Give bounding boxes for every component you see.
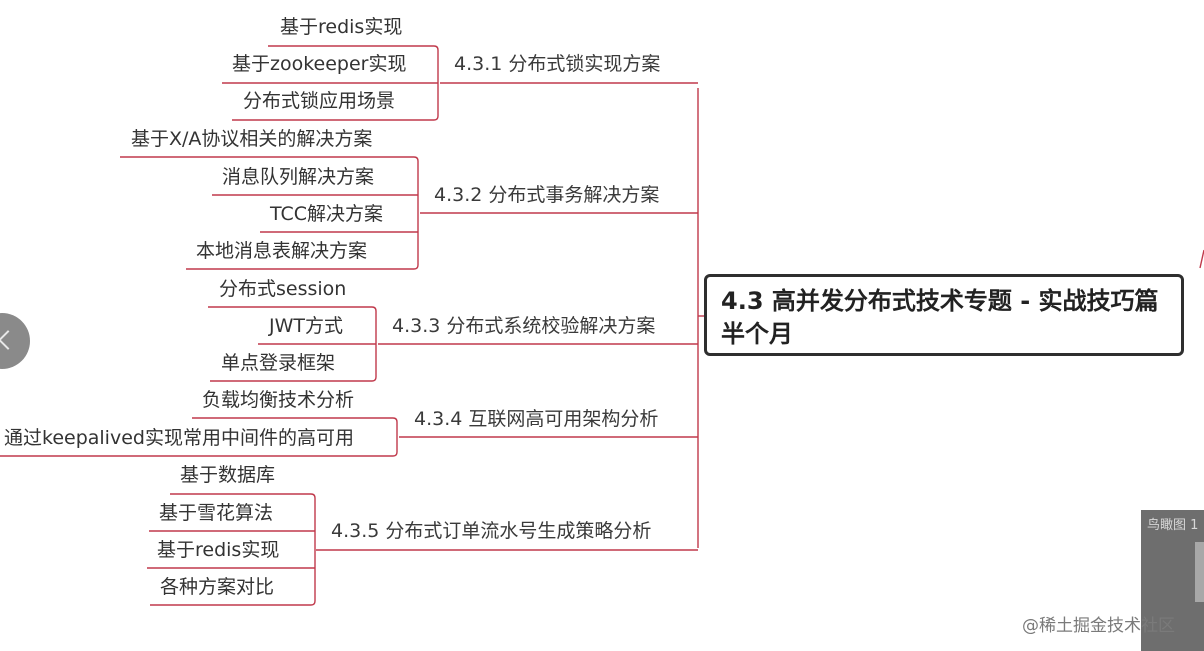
leaf-topic[interactable]: 基于X/A协议相关的解决方案	[131, 128, 373, 150]
leaf-topic[interactable]: 各种方案对比	[160, 576, 275, 598]
leaf-topic[interactable]: 基于数据库	[180, 464, 276, 486]
branch-4-3-4[interactable]: 4.3.4 互联网高可用架构分析	[414, 408, 659, 430]
leaf-topic[interactable]: 通过keepalived实现常用中间件的高可用	[4, 427, 354, 449]
connector-line	[232, 115, 439, 121]
leaf-topic[interactable]: 消息队列解决方案	[222, 166, 375, 188]
overview-minimap[interactable]: 鸟瞰图 1	[1141, 510, 1204, 651]
leaf-topic[interactable]: 分布式session	[219, 278, 347, 300]
leaf-topic[interactable]: 基于redis实现	[280, 16, 403, 38]
leaf-topic[interactable]: 基于redis实现	[157, 539, 280, 561]
connector-line	[208, 306, 377, 312]
leaf-topic[interactable]: 本地消息表解决方案	[196, 240, 368, 262]
branch-4-3-3[interactable]: 4.3.3 分布式系统校验解决方案	[392, 315, 656, 337]
overview-viewport[interactable]	[1195, 542, 1204, 602]
leaf-topic[interactable]: JWT方式	[269, 315, 343, 337]
chevron-left-icon	[0, 330, 18, 350]
connector-line	[192, 417, 398, 423]
connector-line	[120, 156, 419, 162]
leaf-topic[interactable]: 单点登录框架	[221, 352, 336, 374]
leaf-topic[interactable]: 分布式锁应用场景	[243, 90, 396, 112]
leaf-topic[interactable]: TCC解决方案	[270, 203, 384, 225]
branch-4-3-5[interactable]: 4.3.5 分布式订单流水号生成策略分析	[331, 520, 652, 542]
connector-line	[210, 376, 377, 382]
watermark: @稀土掘金技术社区	[1022, 616, 1175, 636]
branch-4-3-1[interactable]: 4.3.1 分布式锁实现方案	[454, 53, 661, 75]
leaf-topic[interactable]: 基于zookeeper实现	[232, 53, 407, 75]
connector-line	[0, 451, 398, 457]
connector-line	[150, 600, 316, 606]
branch-4-3-2[interactable]: 4.3.2 分布式事务解决方案	[434, 184, 660, 206]
connector-line	[186, 264, 419, 270]
overview-label: 鸟瞰图 1	[1147, 518, 1199, 533]
leaf-topic[interactable]: 基于雪花算法	[159, 502, 274, 524]
connector-line	[1199, 249, 1204, 269]
root-topic[interactable]: 4.3 高并发分布式技术专题 - 实战技巧篇 半个月	[704, 274, 1184, 356]
connector-line	[170, 493, 316, 499]
leaf-topic[interactable]: 负载均衡技术分析	[202, 389, 355, 411]
connector-line	[268, 45, 439, 51]
